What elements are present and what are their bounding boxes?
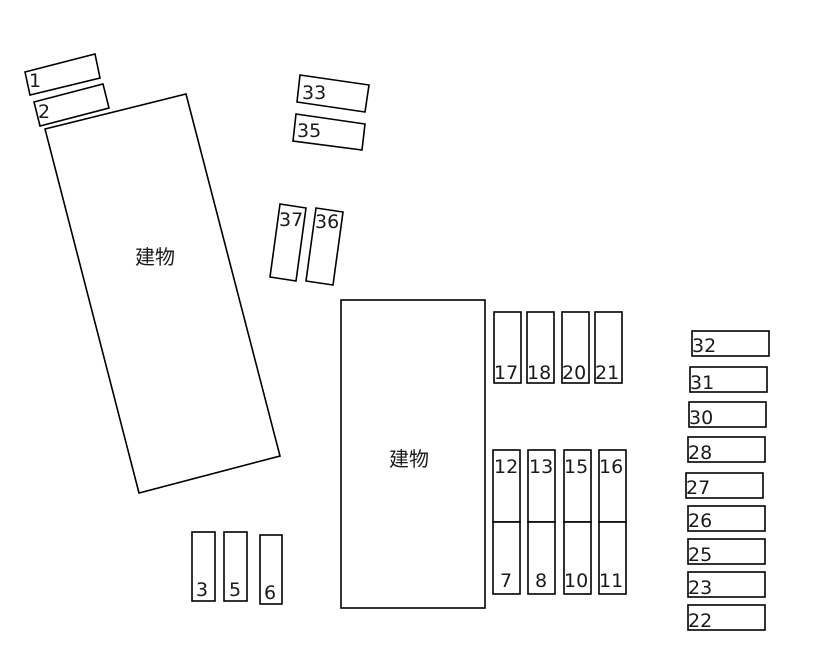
parking-spot-11[interactable]: 11	[598, 521, 627, 595]
parking-spot-16[interactable]: 16	[598, 449, 627, 523]
parking-spot-30[interactable]: 30	[688, 401, 767, 429]
parking-spot-13-label: 13	[529, 456, 553, 478]
parking-spot-10[interactable]: 10	[563, 521, 592, 595]
parking-spot-33-label: 33	[302, 82, 326, 104]
building-center-label: 建物	[389, 447, 429, 471]
parking-spot-15[interactable]: 15	[563, 449, 592, 523]
parking-spot-26[interactable]: 26	[687, 505, 766, 532]
parking-spot-20-label: 20	[562, 362, 586, 384]
parking-spot-12[interactable]: 12	[492, 449, 521, 523]
building-left: 建物	[44, 93, 281, 494]
parking-spot-12-label: 12	[494, 456, 518, 478]
parking-spot-2[interactable]: 2	[33, 83, 110, 127]
parking-spot-31-label: 31	[690, 372, 714, 394]
parking-spot-18-label: 18	[527, 362, 551, 384]
parking-spot-25[interactable]: 25	[687, 538, 766, 566]
parking-spot-1-label: 1	[29, 70, 41, 92]
parking-spot-36-label: 36	[315, 211, 339, 233]
parking-spot-27[interactable]: 27	[685, 472, 764, 499]
parking-spot-7-label: 7	[500, 570, 512, 592]
building-left-label: 建物	[135, 245, 175, 269]
parking-spot-13[interactable]: 13	[527, 449, 556, 523]
parking-spot-37[interactable]: 37	[269, 203, 307, 282]
parking-spot-5-label: 5	[229, 579, 241, 601]
parking-spot-28-label: 28	[688, 442, 712, 464]
parking-spot-33[interactable]: 33	[296, 74, 370, 113]
parking-spot-37-label: 37	[279, 209, 303, 231]
parking-spot-35[interactable]: 35	[292, 113, 366, 151]
parking-spot-3-label: 3	[196, 579, 208, 601]
parking-spot-2-label: 2	[38, 101, 50, 123]
parking-spot-6-label: 6	[264, 582, 276, 604]
building-center-outline	[340, 299, 486, 609]
parking-spot-17[interactable]: 17	[493, 311, 522, 384]
parking-spot-23[interactable]: 23	[687, 571, 766, 599]
parking-spot-1[interactable]: 1	[24, 53, 101, 96]
parking-spot-27-label: 27	[686, 477, 710, 499]
parking-spot-25-label: 25	[688, 544, 712, 566]
building-center: 建物	[340, 299, 486, 609]
parking-spot-6[interactable]: 6	[259, 534, 283, 605]
parking-spot-32[interactable]: 32	[691, 330, 770, 357]
parking-spot-23-label: 23	[688, 577, 712, 599]
parking-spot-20[interactable]: 20	[561, 311, 590, 384]
parking-spot-28[interactable]: 28	[687, 436, 766, 464]
parking-spot-15-label: 15	[564, 456, 588, 478]
parking-spot-16-label: 16	[599, 456, 623, 478]
parking-spot-7[interactable]: 7	[492, 521, 521, 595]
parking-spot-3[interactable]: 3	[191, 531, 216, 602]
parking-spot-21[interactable]: 21	[594, 311, 623, 384]
parking-spot-17-label: 17	[494, 362, 518, 384]
parking-spot-36[interactable]: 36	[305, 207, 344, 286]
parking-spot-8-label: 8	[535, 570, 547, 592]
parking-spot-11-label: 11	[599, 570, 623, 592]
parking-spot-8[interactable]: 8	[527, 521, 556, 595]
parking-spot-21-label: 21	[595, 362, 619, 384]
parking-spot-22-label: 22	[688, 610, 712, 632]
parking-spot-18[interactable]: 18	[526, 311, 555, 384]
parking-spot-10-label: 10	[564, 570, 588, 592]
building-left-outline	[44, 93, 281, 494]
parking-spot-30-label: 30	[689, 407, 713, 429]
parking-spot-31[interactable]: 31	[689, 366, 768, 394]
parking-spot-22[interactable]: 22	[687, 604, 766, 632]
parking-spot-5[interactable]: 5	[223, 531, 248, 602]
parking-spot-32-label: 32	[692, 335, 716, 357]
parking-spot-26-label: 26	[688, 510, 712, 532]
parking-spot-35-label: 35	[297, 120, 321, 142]
